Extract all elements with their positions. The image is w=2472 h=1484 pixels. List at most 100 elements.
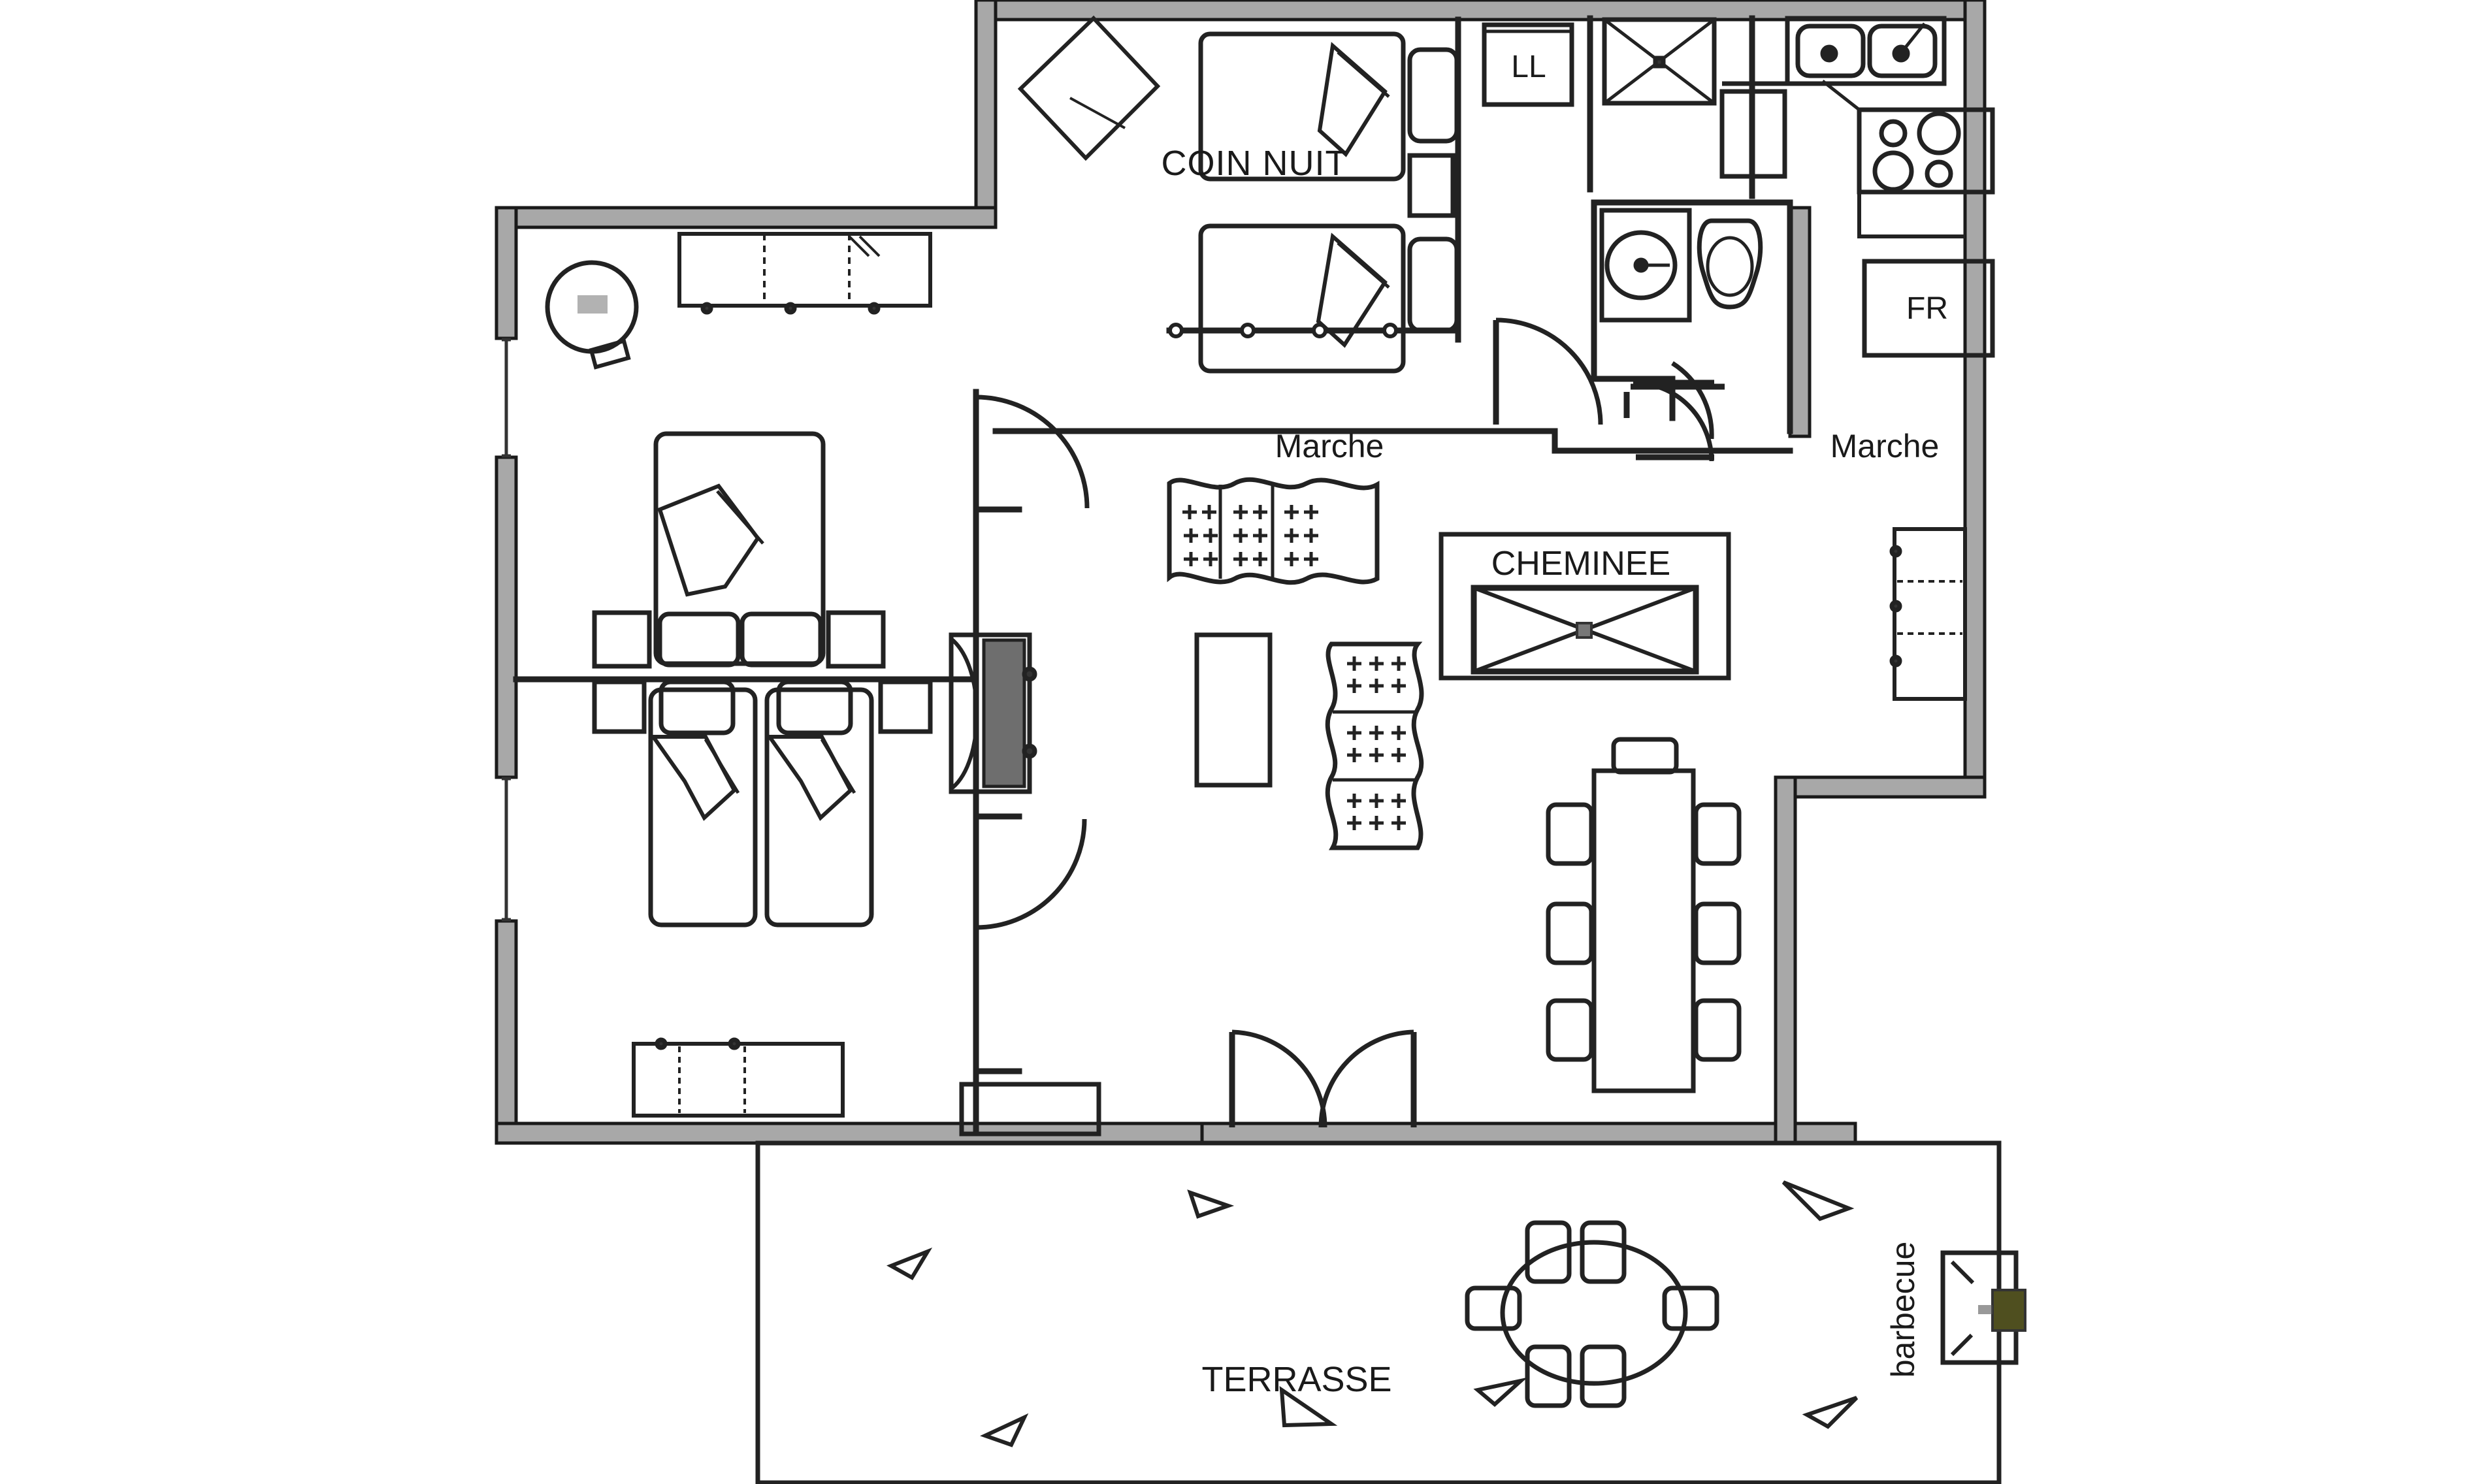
burner-small-1 xyxy=(1879,119,1908,148)
nightstand-double-r xyxy=(826,610,886,669)
toilet-bowl xyxy=(1697,218,1763,310)
service-fixtures xyxy=(1482,16,1995,358)
wall-right-outer xyxy=(1963,0,1987,789)
washing-machine xyxy=(1482,22,1574,107)
shower-drain xyxy=(1653,56,1666,69)
dining-chair-r3 xyxy=(1693,998,1742,1062)
wall-right-stepout-vert xyxy=(1774,775,1797,1145)
door-bedroom-twin[interactable] xyxy=(973,818,1087,930)
dining-chair-l3 xyxy=(1546,998,1594,1062)
wall-right-stepout-horz xyxy=(1774,775,1987,799)
dining-set xyxy=(1546,737,1742,1093)
terrace-chair-r xyxy=(1662,1285,1719,1331)
wall-kitchen-left xyxy=(1788,206,1812,438)
label-barbecue: barbecue xyxy=(1885,1242,1921,1378)
pillow-double-1 xyxy=(657,611,741,668)
plant-marker-1 xyxy=(1187,1189,1235,1219)
wall-left-seg-b xyxy=(495,455,518,779)
tv-unit xyxy=(949,632,1032,794)
single-bed-twin-2 xyxy=(764,687,874,928)
bed-2-fold xyxy=(1337,242,1390,289)
label-terrasse: TERRASSE xyxy=(1201,1360,1391,1399)
sofa-horizontal xyxy=(1167,477,1380,585)
wall-step-ledge xyxy=(495,206,998,229)
plant-marker-7 xyxy=(1802,1396,1859,1429)
pillow-twin-2 xyxy=(776,679,853,735)
coffee-table xyxy=(1194,632,1273,788)
door-wc-leaf[interactable] xyxy=(1631,379,1714,462)
label-marche-left: Marche xyxy=(1275,428,1384,464)
coin-nuit-furniture xyxy=(1017,15,1459,374)
plant-marker-6 xyxy=(1473,1377,1528,1407)
nightstand-coinnuit-1 xyxy=(1407,153,1456,218)
burner-large-2 xyxy=(1872,150,1914,192)
fireplace xyxy=(1439,532,1731,681)
terrace-chair-t2 xyxy=(1580,1220,1627,1284)
sink-drain-left xyxy=(1820,44,1838,63)
plant-marker-3 xyxy=(1781,1180,1855,1221)
window-group xyxy=(502,338,511,922)
dining-chair-l1 xyxy=(1546,802,1594,866)
label-coin-nuit: COIN NUIT xyxy=(1162,144,1348,183)
counter-corner-link xyxy=(1821,80,1861,111)
counter-cabinet xyxy=(1719,89,1787,179)
door-bathroom[interactable] xyxy=(1493,317,1603,425)
twin-1-fold xyxy=(704,738,740,794)
terrace-chair-t1 xyxy=(1525,1220,1572,1284)
toilet-seat xyxy=(1706,236,1754,297)
plant-marker-5 xyxy=(1279,1386,1338,1428)
tv-hinge-2 xyxy=(1022,743,1037,759)
terrace-group xyxy=(755,1140,2026,1484)
burner-small-2 xyxy=(1925,159,1953,188)
barbecue-corners xyxy=(1950,1260,1975,1357)
wall-bottom-main xyxy=(1200,1121,1857,1145)
wall-left-seg-c xyxy=(495,919,518,1145)
barbecue-vent xyxy=(1978,1305,1992,1314)
wash-basin xyxy=(1604,230,1678,300)
refrigerator xyxy=(1862,259,1995,358)
terrace-oval-table xyxy=(1500,1240,1688,1386)
dining-chair-r1 xyxy=(1693,802,1742,866)
twin-1-duvet xyxy=(649,735,737,821)
burner-large-1 xyxy=(1917,111,1961,155)
nightstand-double-l xyxy=(592,610,652,669)
dining-chair-l2 xyxy=(1546,901,1594,965)
bed-1-fold xyxy=(1337,51,1390,98)
wardrobe-top xyxy=(677,232,932,315)
terrace-chair-l xyxy=(1465,1285,1522,1331)
shower-stall xyxy=(1602,17,1717,106)
sink-drain-right xyxy=(1892,44,1910,63)
chest-of-drawers xyxy=(632,1037,845,1118)
terrace-chair-b1 xyxy=(1525,1344,1572,1408)
door-wc[interactable] xyxy=(1623,361,1725,440)
nightstand-twin-r xyxy=(878,679,933,734)
tv-hinge-1 xyxy=(1022,666,1037,682)
single-bed-1 xyxy=(1198,31,1406,182)
sink-bowl-left xyxy=(1795,24,1866,78)
cooktop xyxy=(1857,107,1995,195)
interior-partition-group xyxy=(513,15,1793,1133)
basin-drain xyxy=(1633,257,1649,273)
vanity-unit xyxy=(1599,208,1692,323)
sink-faucet xyxy=(1902,22,1926,51)
sink-bowl-right xyxy=(1867,24,1938,78)
barbecue-grill xyxy=(1991,1289,2026,1332)
pillow-1 xyxy=(1407,47,1459,144)
door-bedroom-double[interactable] xyxy=(973,395,1090,509)
sofa-v-cushion-dots xyxy=(1347,656,1406,830)
door-group xyxy=(973,317,1725,1128)
door-french-terrace[interactable] xyxy=(1229,1029,1417,1128)
pillow-twin-1 xyxy=(659,679,736,735)
label-group: COIN NUIT CHEMINEE TERRASSE Marche March… xyxy=(1162,50,1948,1399)
window-left-upper-jambs xyxy=(502,338,511,458)
wall-upper-left-vert xyxy=(974,0,998,218)
terrace-plant-markers xyxy=(886,1180,1859,1447)
label-cheminee: CHEMINEE xyxy=(1491,545,1670,583)
living-room-furniture xyxy=(1167,477,1967,1093)
side-cabinet xyxy=(959,1082,1101,1137)
chair-round-table xyxy=(589,338,631,370)
double-bed-fold xyxy=(716,490,764,545)
plant-marker-2 xyxy=(886,1247,933,1281)
